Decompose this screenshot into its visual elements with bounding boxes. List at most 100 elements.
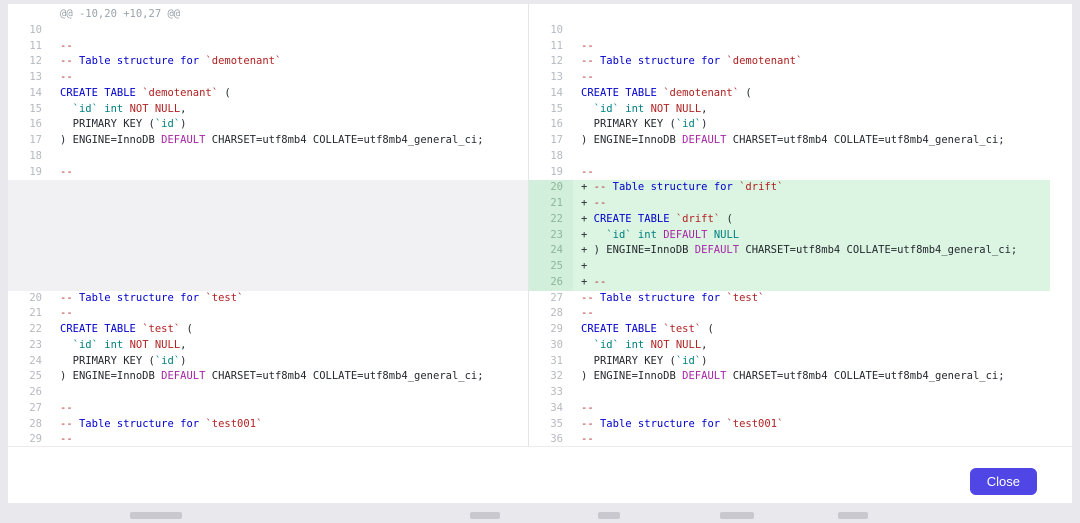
diff-line: 23+ `id` int DEFAULT NULL xyxy=(529,228,1050,244)
line-number: 29 xyxy=(529,322,573,338)
diff-line: 10 xyxy=(529,23,1050,39)
line-code: `id` int NOT NULL, xyxy=(573,102,1050,118)
diff-line: 18 xyxy=(529,149,1050,165)
line-code: `id` int NOT NULL, xyxy=(573,338,1050,354)
diff-line: 12-- Table structure for `demotenant` xyxy=(8,54,528,70)
diff-line: 13-- xyxy=(529,70,1050,86)
diff-line: 30 `id` int NOT NULL, xyxy=(529,338,1050,354)
line-number: 17 xyxy=(8,133,52,149)
line-number: 23 xyxy=(529,228,573,244)
line-number: 18 xyxy=(8,149,52,165)
line-number: 34 xyxy=(529,401,573,417)
line-number: 30 xyxy=(529,338,573,354)
background-text-fragment xyxy=(470,512,500,519)
diff-line: 33 xyxy=(529,385,1050,401)
line-code: CREATE TABLE `test` ( xyxy=(52,322,528,338)
diff-add-marker: + xyxy=(581,260,587,272)
diff-line: 26 xyxy=(8,385,528,401)
line-code: + CREATE TABLE `drift` ( xyxy=(573,212,1050,228)
line-code: -- xyxy=(573,432,1050,446)
diff-line: 25) ENGINE=InnoDB DEFAULT CHARSET=utf8mb… xyxy=(8,369,528,385)
hunk-header: @@ -10,20 +10,27 @@ xyxy=(8,7,528,23)
line-code: CREATE TABLE `demotenant` ( xyxy=(573,86,1050,102)
diff-line: 17) ENGINE=InnoDB DEFAULT CHARSET=utf8mb… xyxy=(529,133,1050,149)
line-code: PRIMARY KEY (`id`) xyxy=(52,354,528,370)
line-number: 32 xyxy=(529,369,573,385)
diff-line: 23 `id` int NOT NULL, xyxy=(8,338,528,354)
diff-line: 21-- xyxy=(8,306,528,322)
line-number: 18 xyxy=(529,149,573,165)
line-code: -- xyxy=(52,39,528,55)
diff-line: 15 `id` int NOT NULL, xyxy=(8,102,528,118)
line-code xyxy=(52,23,528,39)
line-number: 25 xyxy=(529,259,573,275)
line-number: 25 xyxy=(8,369,52,385)
diff-line: 10 xyxy=(8,23,528,39)
background-text-fragment xyxy=(720,512,754,519)
diff-pane-left[interactable]: @@ -10,20 +10,27 @@1011--12-- Table stru… xyxy=(8,4,528,446)
background-page-remnant xyxy=(0,503,1080,523)
line-code: -- xyxy=(573,401,1050,417)
line-code xyxy=(573,149,1050,165)
line-number: 13 xyxy=(529,70,573,86)
diff-line: 19-- xyxy=(8,165,528,181)
diff-line: 28-- Table structure for `test001` xyxy=(8,417,528,433)
line-code: + xyxy=(573,259,1050,275)
line-number: 26 xyxy=(8,385,52,401)
line-number: 22 xyxy=(8,322,52,338)
line-code: + -- Table structure for `drift` xyxy=(573,180,1050,196)
diff-line: 16 PRIMARY KEY (`id`) xyxy=(8,117,528,133)
line-number: 15 xyxy=(8,102,52,118)
line-code: ) ENGINE=InnoDB DEFAULT CHARSET=utf8mb4 … xyxy=(52,369,528,385)
diff-line: 36-- xyxy=(529,432,1050,446)
diff-add-marker: + xyxy=(581,229,587,241)
line-code: -- Table structure for `demotenant` xyxy=(52,54,528,70)
line-code: -- xyxy=(52,306,528,322)
line-code: + -- xyxy=(573,275,1050,291)
diff-pane-right[interactable]: 1011--12-- Table structure for `demotena… xyxy=(529,4,1050,446)
line-number: 24 xyxy=(529,243,573,259)
diff-line: 27-- xyxy=(8,401,528,417)
diff-add-marker: + xyxy=(581,181,587,193)
line-code: -- xyxy=(573,306,1050,322)
diff-filler-line xyxy=(8,275,528,291)
line-number: 11 xyxy=(8,39,52,55)
diff-line: 29CREATE TABLE `test` ( xyxy=(529,322,1050,338)
line-number: 21 xyxy=(8,306,52,322)
diff-line: 25 + xyxy=(529,259,1050,275)
line-number: 15 xyxy=(529,102,573,118)
close-button[interactable]: Close xyxy=(970,468,1037,495)
diff-line: 28-- xyxy=(529,306,1050,322)
line-code xyxy=(52,149,528,165)
line-number: 11 xyxy=(529,39,573,55)
line-number: 35 xyxy=(529,417,573,433)
line-code: PRIMARY KEY (`id`) xyxy=(573,117,1050,133)
line-code: `id` int NOT NULL, xyxy=(52,102,528,118)
diff-line: 21+ -- xyxy=(529,196,1050,212)
line-number: 19 xyxy=(529,165,573,181)
line-number: 16 xyxy=(8,117,52,133)
diff-line: 27-- Table structure for `test` xyxy=(529,291,1050,307)
diff-line: 19-- xyxy=(529,165,1050,181)
line-code: PRIMARY KEY (`id`) xyxy=(573,354,1050,370)
diff-filler-line xyxy=(8,259,528,275)
diff-filler-line xyxy=(8,243,528,259)
diff-line: 11-- xyxy=(8,39,528,55)
line-code: -- Table structure for `test001` xyxy=(52,417,528,433)
line-code xyxy=(573,385,1050,401)
line-number: 27 xyxy=(529,291,573,307)
diff-spacer-line xyxy=(529,7,1050,23)
diff-line: 12-- Table structure for `demotenant` xyxy=(529,54,1050,70)
line-code xyxy=(573,23,1050,39)
diff-line: 24 PRIMARY KEY (`id`) xyxy=(8,354,528,370)
diff-add-marker: + xyxy=(581,276,587,288)
modal-footer: Close xyxy=(8,447,1072,502)
diff-add-marker: + xyxy=(581,213,587,225)
diff-line: 31 PRIMARY KEY (`id`) xyxy=(529,354,1050,370)
diff-line: 11-- xyxy=(529,39,1050,55)
line-number: 10 xyxy=(8,23,52,39)
background-text-fragment xyxy=(598,512,620,519)
diff-line: 20+ -- Table structure for `drift` xyxy=(529,180,1050,196)
diff-line: 18 xyxy=(8,149,528,165)
line-number: 14 xyxy=(8,86,52,102)
